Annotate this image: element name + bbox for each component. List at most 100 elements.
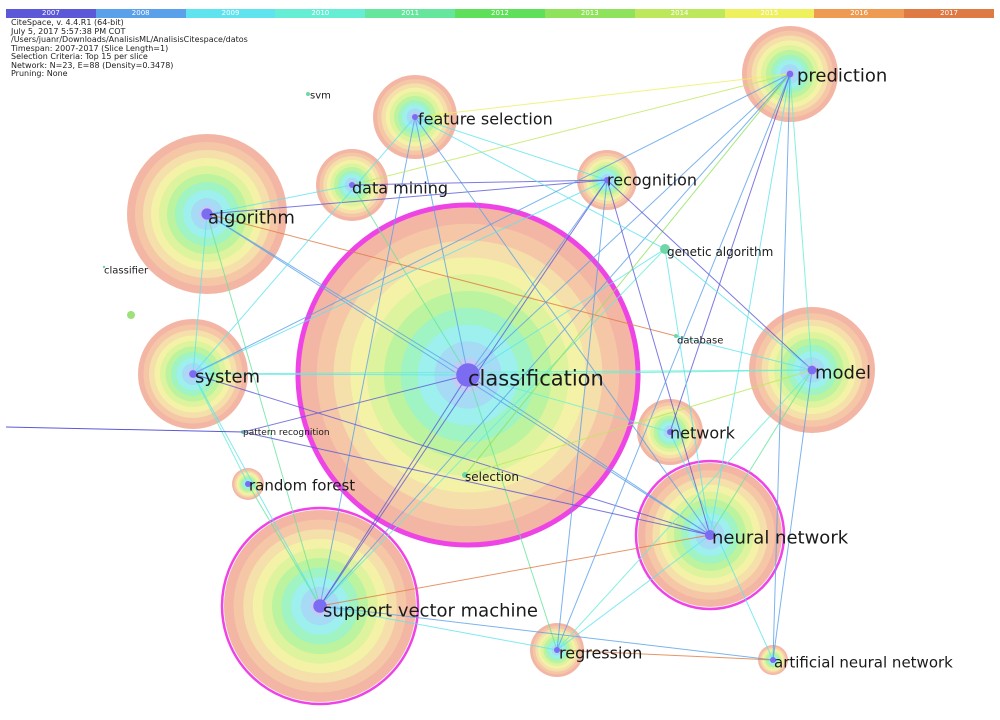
edge-prediction-artificial-neural-network: [772, 73, 791, 661]
node-label-system[interactable]: system: [195, 366, 260, 387]
edge-neural-network-feature-selection: [414, 116, 711, 536]
edge-classification-prediction: [467, 73, 791, 376]
edge-model-genetic-algorithm: [664, 248, 813, 371]
node-label-neural-network[interactable]: neural network: [712, 527, 849, 548]
edge-classification-feature-selection: [414, 116, 469, 376]
info-line-pruning: Pruning: None: [11, 69, 68, 78]
node-svm-core[interactable]: [306, 92, 310, 96]
edge-system-random-forest: [192, 373, 249, 485]
node-label-regression[interactable]: regression: [559, 644, 642, 663]
node-labels-layer: classification support vector machine neur…: [104, 65, 953, 671]
node-label-model[interactable]: model: [815, 362, 871, 383]
edge-recognition-feature-selection: [414, 116, 608, 181]
edge-recognition-model: [606, 179, 813, 371]
info-line-version: CiteSpace, v. 4.4.R1 (64-bit): [11, 18, 124, 27]
node-regression-core[interactable]: [554, 647, 560, 653]
timeline-year-2017: 2017: [904, 9, 994, 18]
node-prediction-core[interactable]: [786, 70, 794, 78]
info-line-date: July 5, 2017 5:57:38 PM COT: [11, 26, 126, 36]
node-burst-ring: [634, 459, 786, 611]
timeline-year-2015: 2015: [724, 9, 815, 18]
node-artificial-neural-network-core[interactable]: [770, 657, 776, 663]
edge-classification-genetic-algorithm: [467, 248, 666, 376]
edge-prediction-regression: [556, 73, 791, 651]
edge-prediction-feature-selection: [414, 73, 791, 118]
node-feature-selection-core[interactable]: [412, 114, 418, 120]
timeline-year-2012: 2012: [455, 9, 545, 18]
edge-data-mining-recognition: [351, 179, 608, 186]
node-label-random-forest[interactable]: random forest: [249, 476, 355, 494]
node-label-recognition[interactable]: recognition: [607, 171, 697, 190]
node-label-database[interactable]: database: [677, 336, 723, 347]
edges-layer: [192, 73, 813, 661]
edge-classification-algorithm: [206, 213, 469, 376]
node-support-vector-machine-core[interactable]: [313, 599, 327, 613]
timeline-year-2011: 2011: [365, 9, 456, 18]
node-label-feature-selection[interactable]: feature selection: [418, 110, 553, 129]
node-system-core[interactable]: [189, 370, 197, 378]
edge-system-prediction: [192, 73, 791, 375]
node-neural-network-core[interactable]: [704, 529, 716, 541]
node-classification-core[interactable]: [456, 363, 480, 387]
edge-recognition-regression: [556, 179, 608, 651]
node-random-forest-core[interactable]: [245, 481, 251, 487]
info-line-selection: Selection Criteria: Top 15 per slice: [11, 52, 148, 61]
node-label-genetic-algorithm[interactable]: genetic algorithm: [667, 245, 773, 259]
edge-neural-network-model: [709, 369, 813, 536]
node-recognition-core[interactable]: [604, 177, 610, 183]
edge-network-artificial-neural-network: [669, 431, 774, 661]
node-label-data-mining[interactable]: data mining: [352, 179, 448, 198]
edge-neural-network-recognition: [606, 179, 711, 536]
node-burst-ring: [295, 202, 641, 548]
node-label-classification[interactable]: classification: [468, 366, 604, 390]
node-label-prediction[interactable]: prediction: [797, 65, 887, 86]
edge-support-vector-machine-feature-selection: [319, 116, 416, 607]
node-label-artificial-neural-network[interactable]: artificial neural network: [774, 653, 953, 671]
edge-prediction-network: [669, 73, 791, 433]
node-label-algorithm[interactable]: algorithm: [208, 207, 295, 228]
node-unlabeled-core[interactable]: [127, 311, 135, 319]
edge-algorithm-support-vector-machine: [206, 213, 321, 607]
timeline-year-2013: 2013: [544, 9, 635, 18]
node-label-svm[interactable]: svm: [310, 91, 331, 102]
info-line-network: Network: N=23, E=88 (Density=0.3478): [11, 60, 174, 70]
edge-support-vector-machine-prediction: [319, 73, 791, 607]
edge-model-artificial-neural-network: [772, 369, 813, 661]
node-label-network[interactable]: network: [670, 424, 736, 443]
info-panel: CiteSpace, v. 4.4.R1 (64-bit) July 5, 20…: [11, 18, 248, 79]
node-data-mining-core[interactable]: [349, 182, 355, 188]
edge-regression-neural-network: [556, 534, 711, 651]
node-database-core[interactable]: [674, 334, 678, 338]
timeline-year-2007: 2007: [6, 9, 96, 18]
node-label-support-vector-machine[interactable]: support vector machine: [323, 600, 538, 621]
node-label-pattern-recognition[interactable]: pattern recognition: [243, 428, 330, 438]
edge-classification-pattern-recognition: [242, 374, 469, 433]
edge-neural-network-system: [192, 373, 711, 536]
info-line-timespan: Timespan: 2007-2017 (Slice Length=1): [11, 43, 169, 53]
edge-support-vector-machine-artificial-neural-network: [319, 605, 774, 661]
edge-prediction-selection: [464, 73, 791, 476]
node-network-core[interactable]: [667, 429, 673, 435]
timeline-year-2010: 2010: [275, 9, 366, 18]
edge-prediction-data-mining: [351, 73, 791, 186]
edge-classification-support-vector-machine: [319, 374, 469, 607]
edge-support-vector-machine-genetic-algorithm: [319, 248, 666, 607]
node-model-core[interactable]: [807, 365, 817, 375]
edge-recognition-system: [192, 179, 608, 375]
node-burst-ring: [220, 506, 420, 706]
timeline-year-2009: 2009: [185, 9, 276, 18]
node-genetic-algorithm-core[interactable]: [660, 244, 670, 254]
edge-algorithm-system: [192, 213, 208, 375]
node-selection-core[interactable]: [462, 472, 468, 478]
edge-model-regression: [556, 369, 813, 651]
edge-database-model: [675, 335, 813, 371]
node-label-selection[interactable]: selection: [465, 470, 519, 484]
info-line-path: /Users/juanr/Downloads/AnalisisML/Analis…: [11, 35, 248, 44]
node-halos-layer: [127, 26, 875, 706]
node-label-classifier[interactable]: classifier: [104, 266, 149, 277]
node-algorithm-core[interactable]: [201, 208, 213, 220]
edge-classification-network: [467, 374, 671, 433]
node-classifier-core[interactable]: [102, 265, 106, 269]
